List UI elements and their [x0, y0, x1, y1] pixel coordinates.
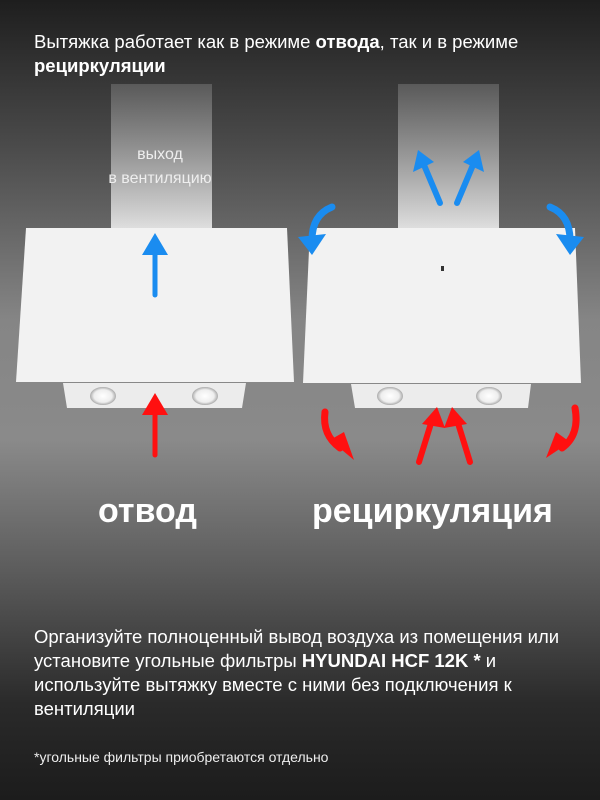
- mode-label-recirculation: рециркуляция: [312, 492, 553, 530]
- headline-bold-recirculation: рециркуляции: [34, 55, 166, 76]
- red-up-left-arrow-icon: [444, 407, 473, 465]
- red-curved-arrow-icon: [546, 404, 580, 458]
- blue-curved-arrow-icon: [546, 203, 584, 255]
- caption-line: в вентиляцию: [108, 170, 212, 187]
- hood-glass-panel: [303, 228, 581, 383]
- hood-glass-panel: [16, 228, 294, 382]
- red-up-right-arrow-icon: [416, 407, 445, 465]
- description-text: Организуйте полноценный вывод воздуха из…: [34, 626, 560, 671]
- lamp: [476, 387, 502, 405]
- caption-line: выход: [137, 146, 183, 163]
- lamp: [192, 387, 218, 405]
- control-indicator: [441, 266, 444, 271]
- footnote: *угольные фильтры приобретаются отдельно: [34, 749, 329, 765]
- lamp: [377, 387, 403, 405]
- blue-curved-arrow-icon: [298, 203, 336, 255]
- hood-recirculation-mode: [298, 84, 584, 465]
- headline-bold-exhaust: отвода: [315, 31, 380, 52]
- headline-text: , так и в режиме: [379, 31, 519, 52]
- description: Организуйте полноценный вывод воздуха из…: [34, 625, 594, 721]
- headline-text: Вытяжка работает как в режиме: [34, 31, 316, 52]
- filter-model: HYUNDAI HCF 12K *: [301, 650, 481, 671]
- hood-exhaust-mode: [16, 84, 294, 458]
- headline: Вытяжка работает как в режиме отвода, та…: [34, 30, 594, 78]
- blue-up-arrow-icon: [142, 233, 168, 298]
- blue-up-right-arrow-icon: [454, 150, 484, 206]
- mode-label-exhaust: отвод: [98, 492, 197, 530]
- lamp: [90, 387, 116, 405]
- red-up-arrow-icon: [142, 393, 168, 458]
- chimney: [111, 84, 212, 230]
- blue-up-left-arrow-icon: [413, 150, 443, 206]
- chimney: [398, 84, 499, 230]
- description-text: и используйте вытяжку вместе с ними без …: [34, 650, 512, 719]
- red-curved-arrow-icon: [321, 408, 354, 460]
- exhaust-caption: выход в вентиляцию: [80, 143, 240, 191]
